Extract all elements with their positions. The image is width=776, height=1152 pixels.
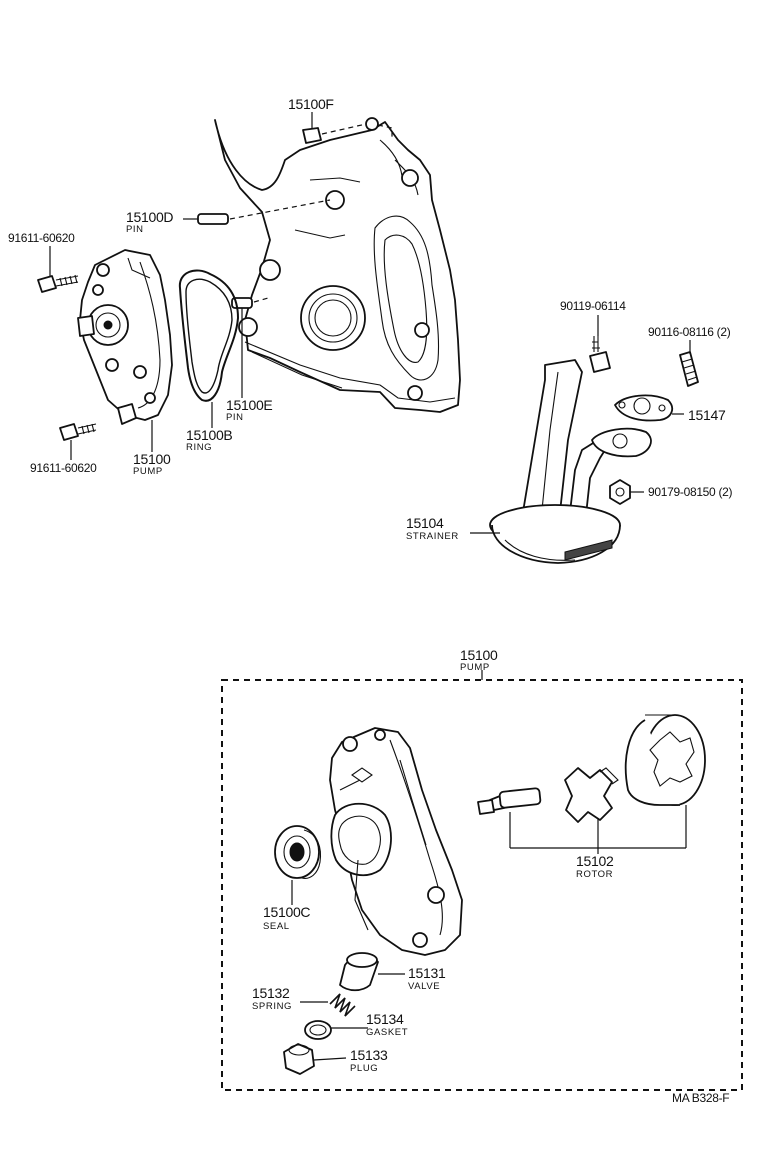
part-number-90119: 90119-06114 [560,299,626,313]
pin-15100D [183,199,331,225]
part-number-90116: 90116-08116 (2) [648,325,731,339]
strainer-flange [591,427,652,458]
timing-cover [214,119,461,413]
stud-90116 [679,340,699,387]
ring-gasket-15100B [178,269,240,428]
part-number-15100E: 15100E [226,397,272,413]
part-number-15100B: 15100B [186,427,232,443]
oil-pump-assembly-top [77,249,173,452]
drive-rotor-shaft [477,787,542,848]
part-number-15134: 15134 [366,1011,404,1027]
part-number-15133: 15133 [350,1047,388,1063]
diagram-code: MA B328-F [672,1091,729,1105]
part-name-pump-frame: PUMP [460,662,490,673]
strainer-assembly [470,359,621,564]
relief-valve-15131 [339,952,405,992]
part-name-pump-top: PUMP [133,466,163,477]
part-number-91611-bottom: 91611-60620 [30,461,97,475]
part-name-plug: PLUG [350,1063,378,1074]
pump-body [329,727,463,956]
part-number-15100-top: 15100 [133,451,171,467]
part-name-gasket: GASKET [366,1027,408,1038]
part-number-15100C: 15100C [263,904,310,920]
nut-90179 [609,479,644,505]
part-number-15100-pump: 15100 [460,647,498,663]
part-name-strainer: STRAINER [406,531,459,542]
spring-15132 [300,993,356,1017]
plug-15133 [283,1043,347,1075]
part-number-15132: 15132 [252,985,290,1001]
part-name-spring: SPRING [252,1001,292,1012]
part-name-ring: RING [186,442,212,453]
part-name-rotor: ROTOR [576,869,613,880]
part-number-90179: 90179-08150 (2) [648,485,733,499]
part-name-pin-d: PIN [126,224,144,235]
part-number-15100F: 15100F [288,96,334,112]
gasket-15134 [304,1020,368,1040]
gasket-15147 [614,394,684,422]
part-number-91611-top: 91611-60620 [8,231,75,245]
part-number-15102: 15102 [576,853,614,869]
part-name-seal: SEAL [263,921,290,932]
outer-rotor [624,714,706,848]
bolt-90119 [589,315,611,373]
inner-rotor [564,767,619,848]
bolt-91611-bottom [59,423,97,460]
bolt-91611-top [37,246,79,293]
part-name-pin-e: PIN [226,412,244,423]
part-number-15100D: 15100D [126,209,173,225]
pin-15100E [231,297,269,398]
part-number-15147: 15147 [688,407,726,423]
part-number-15131: 15131 [408,965,446,981]
oil-seal-15100C [274,825,322,905]
part-name-valve: VALVE [408,981,440,992]
bolt-15100F [302,112,393,144]
pump-detail-frame [221,679,743,1091]
part-number-15104: 15104 [406,515,444,531]
